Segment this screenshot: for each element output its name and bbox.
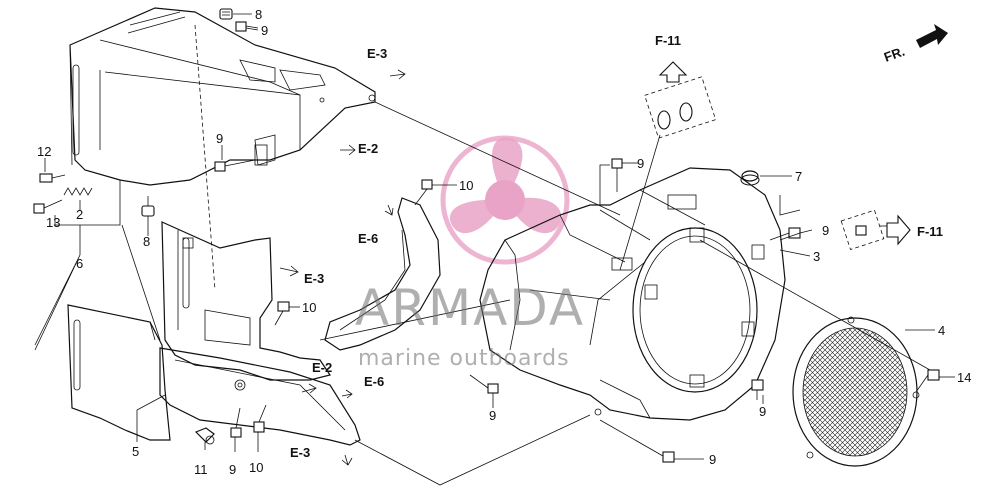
ref-label: E-2 <box>358 141 378 156</box>
callout-number: 3 <box>813 249 820 264</box>
arrow-icon <box>384 204 394 216</box>
bolt-icon <box>230 407 242 438</box>
callout-numbers: 8 9 12 2 13 6 8 9 10 10 5 11 9 10 9 7 9 … <box>37 7 971 477</box>
fasteners <box>33 8 940 463</box>
callout-number: 12 <box>37 144 51 159</box>
callout-number: 10 <box>302 300 316 315</box>
callout-number: 9 <box>261 23 268 38</box>
arrow-icon <box>389 69 406 80</box>
ref-label: E-6 <box>358 231 378 246</box>
callout-number: 6 <box>76 256 83 271</box>
bolt-icon <box>855 225 867 236</box>
arrow-icon <box>341 389 353 399</box>
callout-number: 2 <box>76 207 83 222</box>
bolt-icon <box>39 173 66 183</box>
forward-arrow-icon <box>916 24 948 48</box>
bolt-icon <box>141 196 155 217</box>
bolt-icon <box>751 379 764 400</box>
callout-number: 8 <box>255 7 262 22</box>
direction-arrows <box>279 24 948 466</box>
ref-label: E-6 <box>364 374 384 389</box>
callout-number: 10 <box>249 460 263 475</box>
callout-number: 13 <box>46 215 60 230</box>
clamp-icon <box>657 102 693 130</box>
ref-label: F-11 <box>655 33 681 48</box>
bolt-icon <box>219 8 233 20</box>
up-arrow-icon <box>658 61 688 83</box>
watermark: ARMADA marine outboards <box>355 279 585 371</box>
right-arrow-icon <box>886 214 911 246</box>
bolt-icon <box>611 158 623 192</box>
watermark-tagline: marine outboards <box>358 346 570 371</box>
callout-number: 9 <box>637 156 644 171</box>
bolt-icon <box>915 369 940 393</box>
callout-number: 10 <box>459 178 473 193</box>
bolt-icon <box>469 374 499 394</box>
spring-icon <box>63 187 93 196</box>
bolt-icon <box>274 301 290 326</box>
callout-number: 9 <box>489 408 496 423</box>
callout-number: 14 <box>957 370 971 385</box>
upper-air-duct <box>69 7 376 291</box>
logo-hub <box>485 180 525 220</box>
ref-label: E-2 <box>312 360 332 375</box>
callout-number: 9 <box>759 404 766 419</box>
lower-panel <box>67 304 171 441</box>
fan-screen <box>792 316 920 467</box>
ref-label: E-3 <box>304 271 324 286</box>
bolt-icon <box>253 404 267 433</box>
bolt-icon <box>33 199 63 214</box>
callout-number: 11 <box>194 462 208 477</box>
bolt-icon <box>414 179 433 206</box>
clip-icon <box>194 427 215 445</box>
arrow-icon <box>341 454 353 466</box>
callout-number: 9 <box>822 223 829 238</box>
watermark-brand: ARMADA <box>355 279 585 337</box>
arrow-icon <box>340 144 356 156</box>
callout-number: 8 <box>143 234 150 249</box>
callout-number: 9 <box>709 452 716 467</box>
armada-logo <box>440 135 570 265</box>
ref-label: E-3 <box>290 445 310 460</box>
curved-guard <box>324 197 441 351</box>
ref-label: E-3 <box>367 46 387 61</box>
bolt-icon <box>235 21 259 32</box>
reference-labels: E-3 E-2 E-6 E-3 E-2 E-6 E-3 F-11 F-11 FR… <box>290 33 943 460</box>
callout-number: 9 <box>216 131 223 146</box>
callout-number: 5 <box>132 444 139 459</box>
callout-number: 9 <box>229 462 236 477</box>
arrow-icon <box>301 383 317 394</box>
ref-label: F-11 <box>917 224 943 239</box>
bolt-icon <box>599 419 675 463</box>
bottom-plate <box>159 347 361 446</box>
grommet-icon <box>740 170 760 186</box>
callout-number: 4 <box>938 323 945 338</box>
front-direction-label: FR. <box>882 44 907 65</box>
bolt-icon <box>214 159 256 172</box>
leader-lines <box>34 13 955 486</box>
arrow-icon <box>279 265 299 277</box>
callout-number: 7 <box>795 169 802 184</box>
